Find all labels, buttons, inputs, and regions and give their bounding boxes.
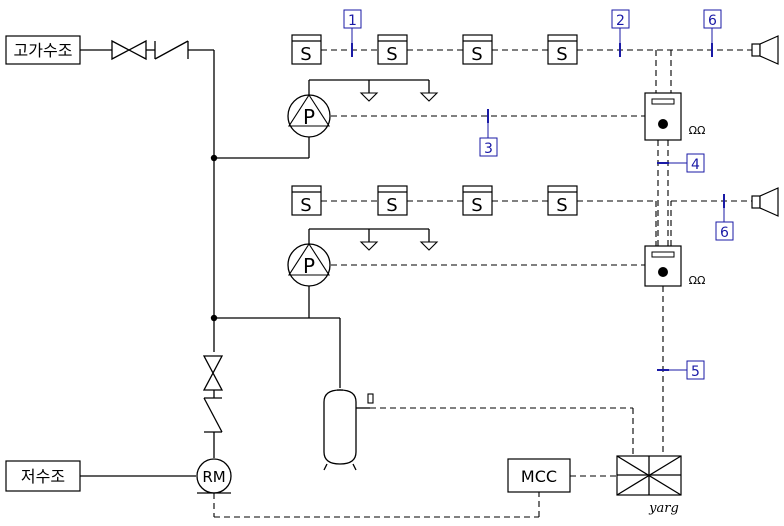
control-panel: yarg	[616, 455, 682, 516]
sensor-row-lower: S S S S	[291, 185, 578, 216]
svg-text:6: 6	[720, 225, 729, 241]
check-valve-icon	[203, 397, 223, 433]
drain-icon	[359, 92, 379, 102]
gate-valve-icon	[111, 39, 147, 61]
water-meter: RM	[196, 458, 232, 494]
sensor-icon: S	[547, 185, 578, 216]
pump-label: P	[303, 105, 315, 129]
sensor-icon: S	[291, 185, 322, 216]
wire-tag-3: 3	[479, 123, 498, 157]
wire-tag-5: 5	[669, 360, 705, 380]
svg-text:S: S	[386, 44, 397, 65]
sensor-icon: S	[377, 185, 408, 216]
mcc-label: MCC	[521, 467, 557, 486]
pump-lower: P	[287, 228, 439, 287]
svg-text:2: 2	[616, 13, 625, 29]
siren-icon	[751, 35, 779, 65]
svg-text:3: 3	[484, 141, 493, 157]
sensor-icon: S	[462, 34, 493, 65]
underground-tank: 저수조	[5, 460, 81, 492]
sensor-icon: S	[291, 34, 322, 65]
drain-icon	[359, 241, 379, 251]
check-valve-icon	[154, 40, 189, 60]
drain-icon	[419, 241, 439, 251]
svg-text:4: 4	[691, 157, 700, 173]
mcc-panel: MCC	[507, 458, 571, 493]
svg-text:S: S	[471, 195, 482, 216]
bell-icon: ΩΩ	[689, 124, 706, 137]
svg-text:1: 1	[348, 13, 357, 29]
svg-text:S: S	[300, 195, 311, 216]
pressure-tank	[323, 389, 374, 471]
wire-tag-1: 1	[343, 9, 362, 43]
svg-text:S: S	[386, 195, 397, 216]
pump-label: P	[303, 254, 315, 278]
meter-label: RM	[202, 468, 225, 486]
wire-tag-2: 2	[611, 9, 630, 43]
elevated-tank-label: 고가수조	[14, 41, 73, 60]
wire-ticks	[351, 43, 725, 371]
pressure-switch-icon	[367, 393, 374, 404]
wire-tag-4: 4	[669, 153, 705, 173]
svg-text:S: S	[471, 44, 482, 65]
svg-text:S: S	[300, 44, 311, 65]
sensor-icon: S	[462, 185, 493, 216]
gate-valve-icon	[202, 355, 224, 391]
bell-icon: ΩΩ	[689, 274, 706, 287]
underground-tank-label: 저수조	[21, 467, 65, 486]
sensor-icon: S	[377, 34, 408, 65]
svg-text:S: S	[556, 44, 567, 65]
sensor-row-upper: S S S S	[291, 34, 578, 65]
drain-icon	[419, 92, 439, 102]
svg-text:5: 5	[691, 364, 700, 380]
siren-icon	[751, 187, 779, 217]
pump-upper: P	[287, 79, 439, 138]
sensor-icon: S	[547, 34, 578, 65]
svg-text:6: 6	[708, 13, 717, 29]
panel-signature: yarg	[648, 501, 679, 516]
signal-wiring	[213, 49, 752, 518]
elevated-tank: 고가수조	[5, 35, 81, 65]
wire-tag-6-upper: 6	[703, 9, 722, 43]
receiver-lower: ΩΩ	[644, 245, 706, 287]
main-piping	[80, 39, 341, 477]
svg-text:S: S	[556, 195, 567, 216]
wire-tag-6-lower: 6	[715, 208, 734, 241]
receiver-upper: ΩΩ	[644, 92, 706, 141]
